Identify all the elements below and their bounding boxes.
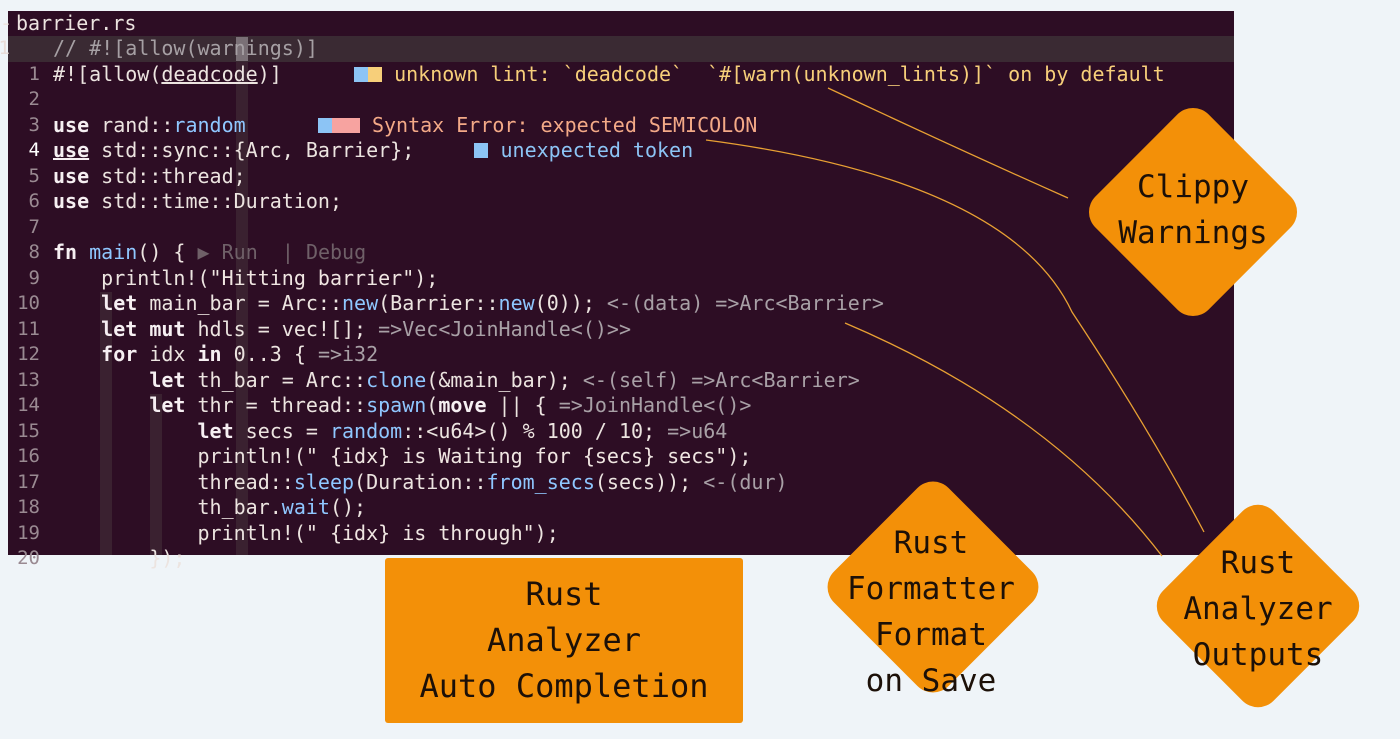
line-number: 15 (17, 420, 40, 442)
code-line[interactable]: use rand::random Syntax Error: expected … (53, 113, 758, 137)
line-number: 12 (17, 343, 40, 365)
line-number: 5 (28, 165, 40, 187)
line-number: 13 (17, 369, 40, 391)
line-number: 3 (28, 114, 40, 136)
warning-marker-icon (368, 67, 383, 82)
line-number: 11 (17, 318, 40, 340)
line-number: 20 (17, 547, 40, 569)
debug-codelens[interactable]: Debug (305, 240, 367, 264)
current-line-highlight (8, 36, 1234, 62)
error-marker-icon (331, 118, 360, 133)
code-line[interactable]: println!("Hitting barrier"); (53, 266, 439, 290)
line-number: 19 (17, 522, 40, 544)
formatter-label: Rust Formatter Format on Save (847, 525, 1015, 699)
code-line[interactable]: let th_bar = Arc::clone(&main_bar); <-(s… (149, 368, 860, 392)
line-number: 1 (0, 37, 10, 59)
info-marker-icon (474, 143, 489, 158)
line-number: 9 (28, 267, 40, 289)
text-cursor (236, 37, 248, 61)
lint-warning: unknown lint: `deadcode` `#[warn(unknown… (394, 62, 1165, 86)
indent-guide (100, 292, 112, 555)
line-number: 4 (28, 139, 40, 161)
code-line[interactable]: #![allow(deadcode)] unknown lint: `deadc… (53, 62, 1165, 86)
tab-indicator: - (0, 11, 13, 35)
line-number: 1 (28, 63, 40, 85)
code-line[interactable]: // #![allow(warnings)] (53, 36, 318, 60)
line-number: 18 (17, 496, 40, 518)
code-editor[interactable]: - barrier.rs 1 1 2 3 4 5 6 7 8 9 10 11 1… (0, 11, 1234, 570)
code-line[interactable]: println!(" {idx} is Waiting for {secs} s… (53, 444, 752, 468)
indent-guide (150, 394, 162, 555)
clippy-warnings-label: Clippy Warnings (1118, 169, 1268, 251)
code-line[interactable]: }); (53, 546, 186, 570)
indent-guide (236, 62, 248, 555)
syntax-error: Syntax Error: expected SEMICOLON (371, 113, 758, 137)
line-number: 10 (17, 292, 40, 314)
code-line[interactable]: let secs = random::<u64>() % 100 / 10; =… (197, 419, 728, 443)
code-line[interactable]: for idx in 0..3 { =>i32 (101, 342, 379, 366)
unexpected-token-hint: unexpected token (500, 138, 694, 162)
code-line[interactable]: let mut hdls = vec![]; =>Vec<JoinHandle<… (101, 317, 631, 341)
code-line[interactable]: let main_bar = Arc::new(Barrier::new(0))… (101, 291, 884, 315)
file-tab[interactable]: barrier.rs (16, 11, 137, 35)
code-line[interactable]: use std::sync::{Arc, Barrier}; unexpecte… (53, 138, 694, 162)
code-line[interactable]: thread::sleep(Duration::from_secs(secs))… (53, 470, 788, 494)
code-line[interactable]: fn main() { ▶ Run | Debug (53, 240, 367, 264)
auto-completion-callout: Rust Analyzer Auto Completion (385, 558, 743, 723)
line-number: 14 (17, 394, 40, 416)
analyzer-outputs-label: Rust Analyzer Outputs (1183, 545, 1333, 673)
code-line[interactable]: let thr = thread::spawn(move || { =>Join… (149, 393, 752, 417)
error-marker-icon (317, 118, 332, 133)
line-number: 8 (28, 241, 40, 263)
code-line[interactable]: println!(" {idx} is through"); (53, 521, 559, 545)
code-line[interactable]: use std::time::Duration; (53, 189, 342, 213)
code-line[interactable]: use std::thread; (53, 164, 246, 188)
line-number: 16 (17, 445, 40, 467)
line-number: 17 (17, 471, 40, 493)
line-number: 7 (28, 216, 40, 238)
line-number: 2 (28, 88, 40, 110)
file-tab-bar: - barrier.rs (0, 11, 1234, 36)
code-line[interactable]: th_bar.wait(); (53, 495, 367, 519)
line-number: 6 (28, 190, 40, 212)
run-codelens[interactable]: ▶ Run (197, 240, 258, 264)
warning-marker-icon (354, 67, 369, 82)
